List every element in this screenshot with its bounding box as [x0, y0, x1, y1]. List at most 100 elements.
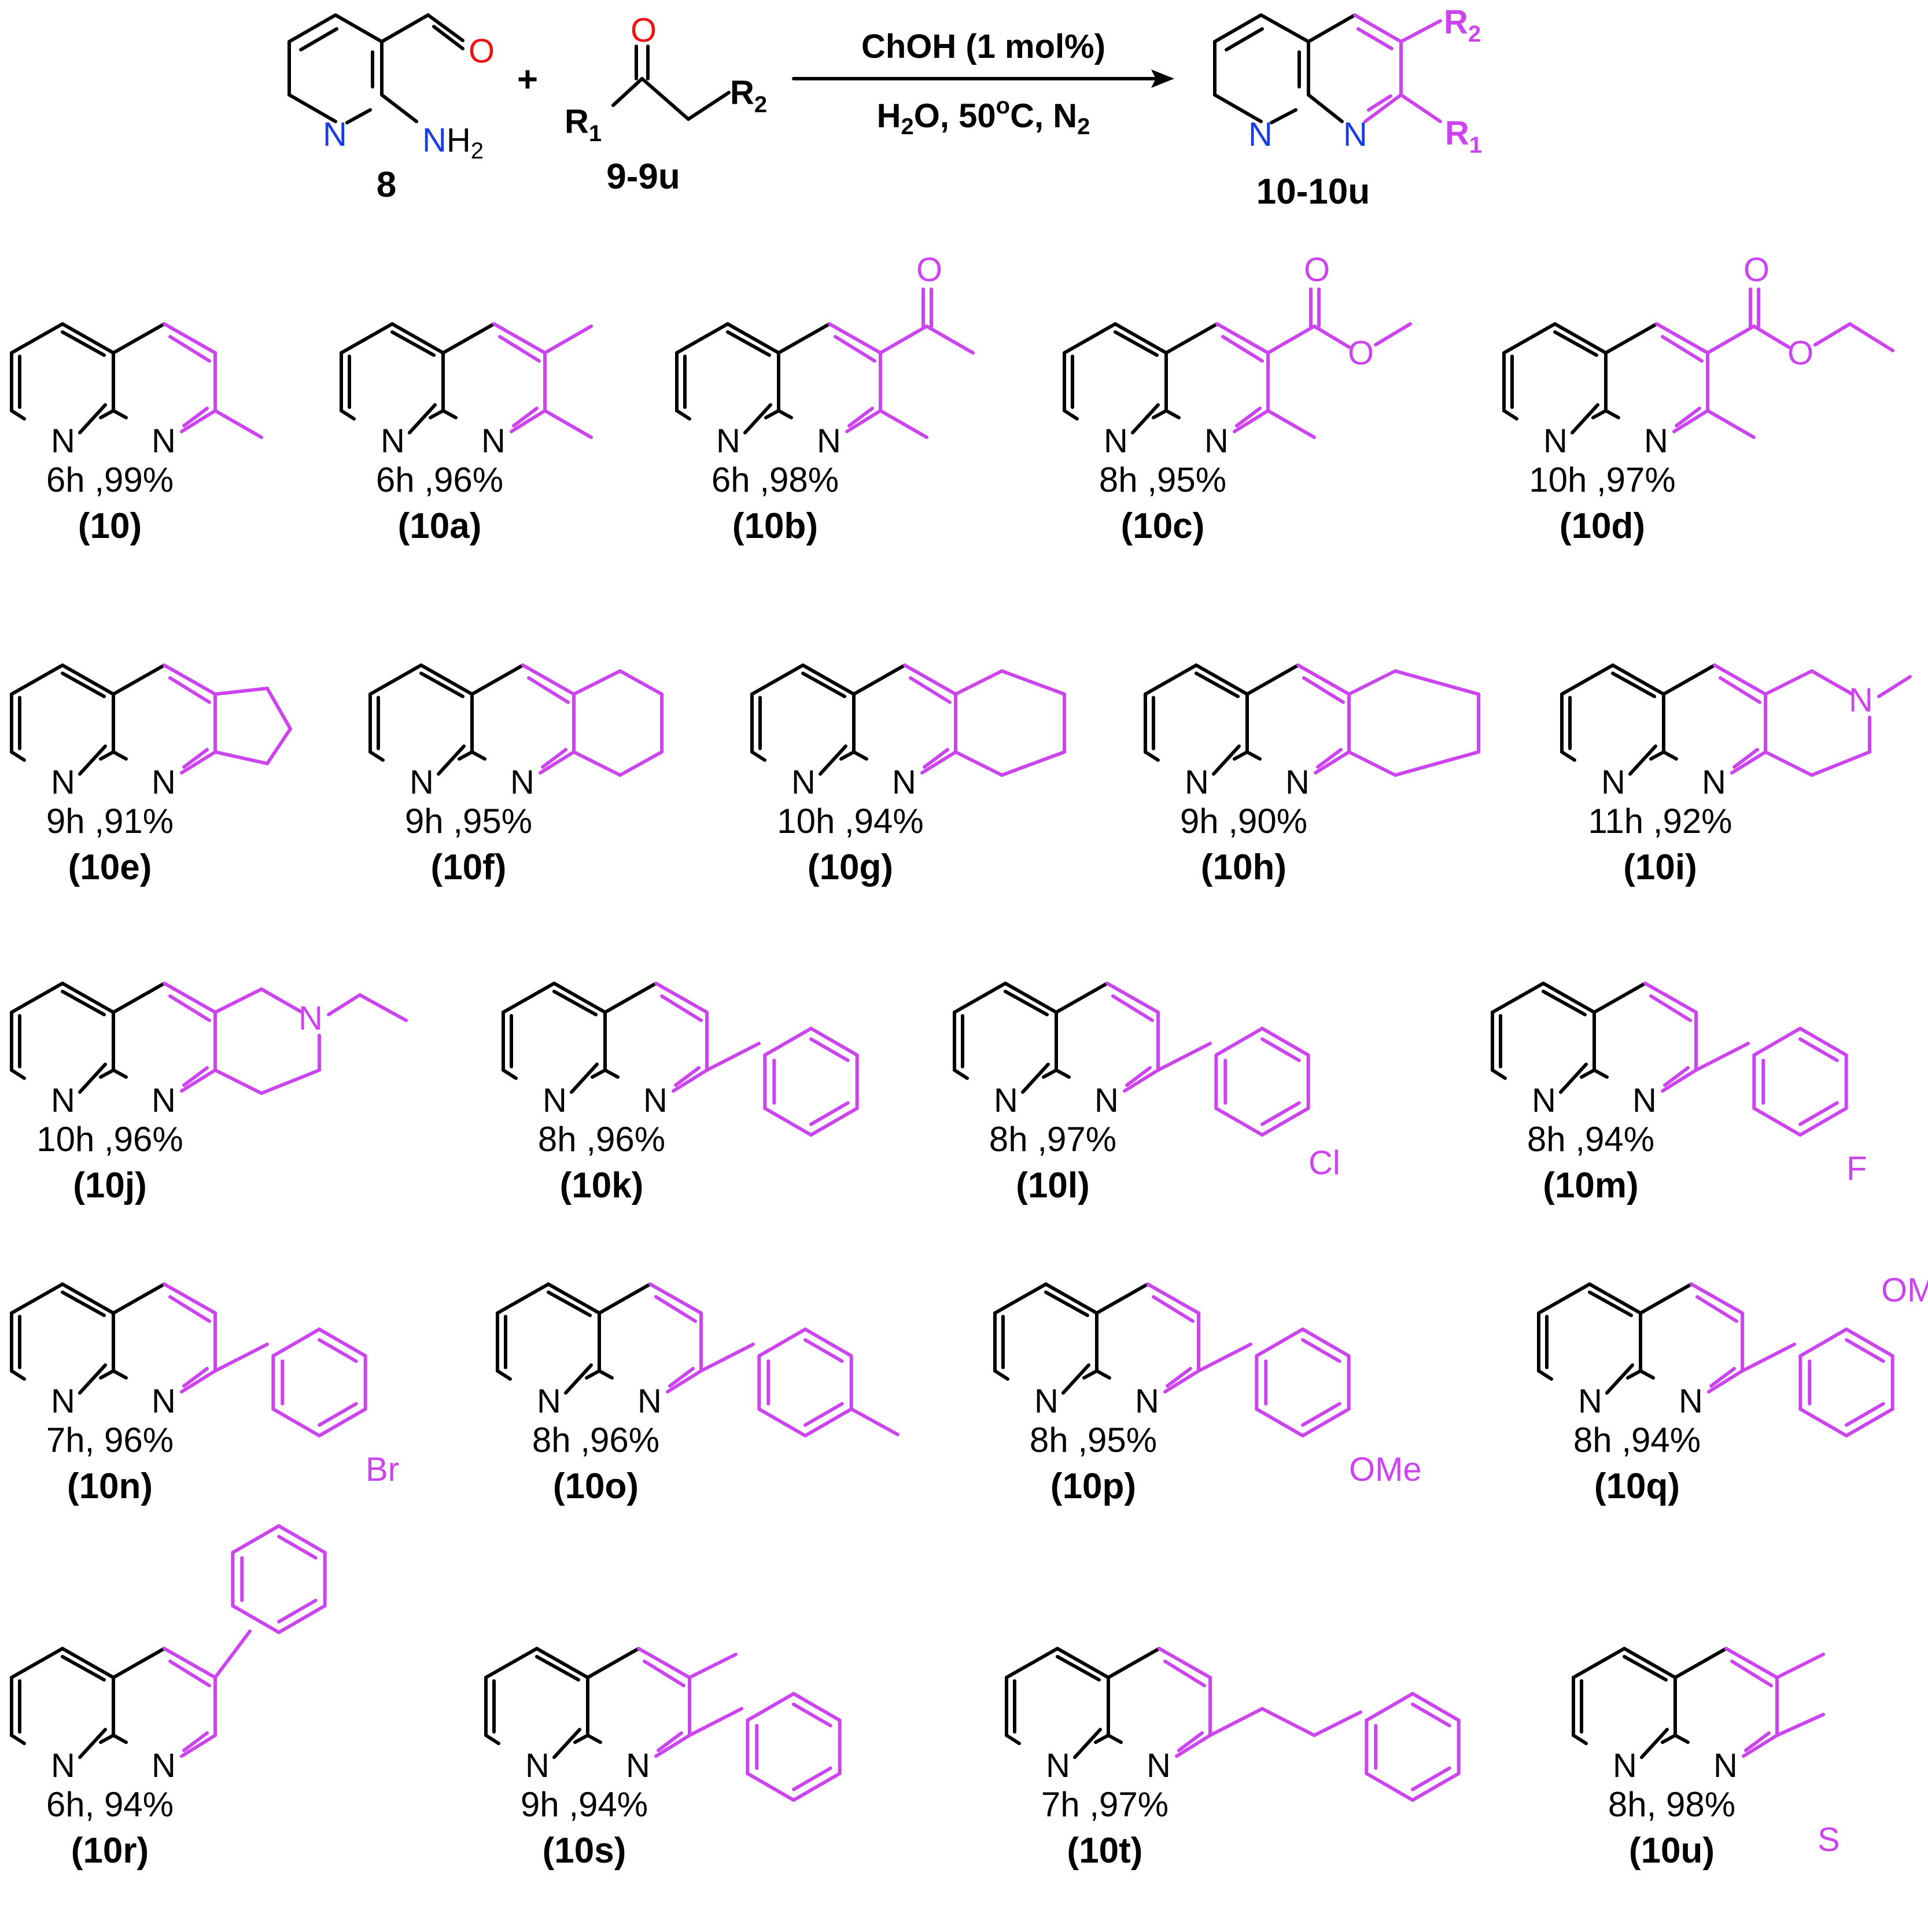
bond [535, 1655, 580, 1682]
n-atom-1: N [51, 422, 75, 460]
bond [1146, 1282, 1200, 1315]
bond [1643, 982, 1698, 1014]
bond [1221, 335, 1264, 363]
bond [1094, 1734, 1110, 1744]
bond [803, 1407, 853, 1437]
bond [1798, 1328, 1848, 1358]
bond [1260, 1027, 1310, 1057]
bond [213, 750, 269, 765]
bond [1877, 675, 1912, 698]
bond [1611, 663, 1665, 696]
bond [1411, 1766, 1451, 1791]
bond [699, 1343, 755, 1373]
bond [1661, 1734, 1677, 1744]
compound-label: (10a) [398, 506, 482, 546]
n-atom-1: N [410, 764, 434, 801]
bond [1707, 1369, 1744, 1393]
bond [496, 1282, 550, 1315]
bond [277, 1604, 327, 1634]
amine-group: NH2 [422, 121, 484, 164]
bond [757, 1328, 807, 1358]
bond [845, 409, 882, 433]
bond [1042, 1068, 1058, 1079]
bond [1316, 748, 1343, 769]
bond [327, 993, 362, 1016]
bond [1604, 322, 1658, 355]
bond [1592, 1068, 1609, 1079]
bond [419, 672, 465, 698]
bond [1695, 1295, 1738, 1323]
bond [1095, 1282, 1149, 1315]
sulfur-atom: S [1818, 1821, 1840, 1859]
bond [726, 322, 780, 355]
bond [803, 1328, 853, 1358]
bond [675, 322, 729, 355]
chlorine-atom: Cl [1308, 1144, 1340, 1182]
bond [1588, 1291, 1633, 1317]
bond [1233, 409, 1270, 433]
yield-text: 10h ,97% [1529, 460, 1676, 499]
bond [1004, 990, 1049, 1016]
bond [112, 982, 166, 1014]
bond [1502, 322, 1557, 355]
bond [1560, 750, 1576, 762]
bond [10, 750, 26, 762]
n-atom-1: N [537, 1382, 561, 1420]
bond [666, 1369, 703, 1393]
yield-text: 9h ,95% [405, 802, 532, 840]
bond [954, 750, 1004, 777]
bond [484, 1647, 539, 1679]
bond [598, 1282, 652, 1315]
bond [213, 1629, 252, 1679]
compound-label: (10n) [67, 1466, 153, 1506]
bond [180, 1068, 217, 1093]
bond [510, 409, 547, 433]
bond [746, 1772, 795, 1802]
bond [502, 1068, 518, 1080]
yield-text: 8h ,95% [1099, 460, 1226, 499]
bond [1623, 1647, 1677, 1679]
n-atom-1: N [51, 1747, 75, 1784]
yield-text: 7h ,97% [1041, 1785, 1168, 1824]
bond [1580, 1068, 1596, 1079]
bond [1764, 669, 1813, 696]
compound-label: (10j) [73, 1166, 146, 1205]
bond [648, 1282, 703, 1315]
bond [277, 1598, 318, 1624]
yield-text: 9h ,91% [46, 802, 174, 840]
bond [1724, 1647, 1779, 1679]
bond [1266, 325, 1316, 355]
bond [643, 1660, 685, 1687]
n-atom-8: N [152, 1747, 176, 1784]
bond [368, 750, 385, 762]
bond [1742, 1734, 1779, 1758]
compound-label: (10o) [553, 1466, 639, 1506]
bond [637, 1647, 691, 1679]
bond [1164, 322, 1219, 355]
bond [879, 409, 928, 439]
bond [1713, 663, 1767, 696]
bond [10, 1647, 64, 1679]
bond [441, 322, 496, 355]
bond [1044, 1282, 1098, 1315]
bond [1813, 322, 1852, 346]
bond [1592, 982, 1647, 1014]
bond [660, 994, 703, 1022]
yield-text: 9h ,90% [1180, 802, 1307, 840]
bond [318, 1407, 367, 1437]
bond [1719, 676, 1761, 704]
bond [1628, 744, 1657, 776]
bond [672, 1068, 709, 1093]
bond [1107, 1647, 1161, 1679]
bond [213, 687, 269, 696]
bond [839, 750, 856, 761]
carbonyl-o-atom: O [1304, 251, 1330, 289]
bond [78, 403, 107, 434]
